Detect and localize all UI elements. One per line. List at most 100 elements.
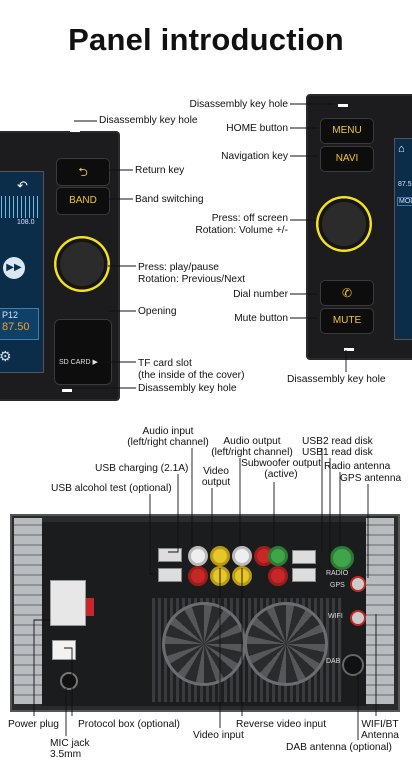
rca-subwoofer-green[interactable]	[268, 546, 288, 566]
label-protocol-box: Protocol box (optional)	[78, 719, 180, 730]
wifi-port-label: WIFI	[328, 613, 343, 620]
band-button-label: BAND	[69, 195, 97, 206]
rca-audio-out-white[interactable]	[232, 546, 252, 566]
label-usb-charging: USB charging (2.1A)	[95, 463, 189, 474]
label-navigation-key: Navigation key	[221, 151, 288, 162]
label-audio-input-note: (left/right channel)	[127, 437, 209, 448]
fan-right-icon	[244, 602, 328, 686]
phone-icon: ✆	[341, 286, 353, 300]
label-left-knob-press: Press: play/pause	[138, 262, 219, 273]
wifi-antenna-port[interactable]	[350, 610, 366, 626]
label-subwoofer: Subwoofer output	[241, 458, 321, 469]
label-band-switching: Band switching	[135, 194, 204, 205]
rca-video-out-yellow[interactable]	[210, 546, 230, 566]
label-mic-size: 3.5mm	[50, 749, 82, 760]
return-key[interactable]: ⮌	[56, 158, 110, 186]
radio-port-label: RADIO	[326, 570, 349, 577]
left-front-panel: ↶ 108.0 ▶▶ P12 87.50 ⚙ ⮌ BAND SD CARD ▶	[0, 129, 120, 401]
disassembly-hole-top-mark	[70, 129, 80, 132]
mute-button-label: MUTE	[332, 315, 362, 326]
preset-label: P12	[2, 310, 19, 320]
radio-dial-strip	[1, 196, 41, 218]
red-switch	[86, 598, 94, 616]
gps-antenna-port[interactable]	[350, 576, 366, 592]
sd-card-label: SD CARD ▶	[59, 358, 98, 366]
label-audio-output-note: (left/right channel)	[211, 447, 293, 458]
usb-charging-port[interactable]	[158, 548, 182, 562]
label-left-disassembly-bottom: Disassembly key hole	[138, 383, 237, 394]
label-wifi-antenna: Antenna	[361, 730, 399, 741]
display-mode: MOD	[397, 197, 412, 206]
left-display: ↶ 108.0 ▶▶ P12 87.50 ⚙	[0, 171, 44, 373]
label-return-key: Return key	[135, 165, 185, 176]
label-dial-number: Dial number	[233, 289, 288, 300]
gps-port-label: GPS	[330, 582, 345, 589]
back-arrow-icon: ↶	[17, 178, 28, 193]
triangle-right-icon: ▶	[92, 359, 98, 366]
usb-alcohol-port[interactable]	[158, 568, 182, 582]
mute-button[interactable]: MUTE	[320, 308, 374, 334]
fan-left-icon	[162, 602, 246, 686]
rear-unit: RADIO GPS WIFI DAB	[10, 514, 400, 712]
protocol-connector[interactable]	[52, 640, 76, 660]
power-plug-connector[interactable]	[50, 580, 86, 626]
page-title: Panel introduction	[68, 22, 344, 57]
label-right-knob-press: Press: off screen	[211, 213, 288, 224]
right-display: ⌂ 87.5 MOD	[394, 138, 412, 340]
label-home-button: HOME button	[226, 123, 288, 134]
label-audio-output: Audio output	[223, 436, 281, 447]
rca-subwoofer-red[interactable]	[268, 566, 288, 586]
dab-port-label: DAB	[326, 658, 341, 665]
preset-frequency: 87.50	[2, 321, 30, 333]
label-tf-card: TF card slot	[138, 358, 192, 369]
left-metal-frame	[14, 518, 42, 704]
label-opening: Opening	[138, 306, 177, 317]
preset-box: P12 87.50	[0, 308, 39, 340]
label-wifi-bt: WIFI/BT	[361, 719, 399, 730]
sd-card-text: SD CARD	[59, 359, 91, 366]
label-usb-alcohol: USB alcohol test (optional)	[51, 483, 172, 494]
label-audio-input: Audio input	[142, 426, 194, 437]
home-icon: ⌂	[398, 143, 405, 155]
label-right-disassembly-bottom: Disassembly key hole	[287, 374, 386, 385]
left-knob[interactable]	[54, 236, 110, 292]
label-video-output-2: output	[201, 477, 231, 488]
menu-button[interactable]: MENU	[320, 118, 374, 144]
label-radio-antenna: Radio antenna	[324, 461, 391, 472]
radio-antenna-port[interactable]	[330, 546, 354, 570]
rca-reverse-yellow[interactable]	[232, 566, 252, 586]
label-video-output: Video	[203, 466, 229, 477]
display-frequency: 108.0	[17, 219, 35, 226]
settings-gear-icon: ⚙	[0, 348, 12, 364]
rca-audio-in-red[interactable]	[188, 566, 208, 586]
right-knob[interactable]	[316, 196, 372, 252]
label-reverse-video: Reverse video input	[236, 719, 327, 730]
label-left-knob-rotate: Rotation: Previous/Next	[138, 274, 246, 285]
label-video-input: Video input	[193, 730, 244, 741]
label-right-disassembly-top: Disassembly key hole	[189, 99, 288, 110]
label-gps-antenna: GPS antenna	[340, 473, 402, 484]
dial-button[interactable]: ✆	[320, 280, 374, 306]
disassembly-hole-bottom-mark-right	[344, 348, 354, 351]
label-mute-button: Mute button	[234, 313, 288, 324]
label-left-disassembly-top: Disassembly key hole	[99, 115, 198, 126]
right-front-panel: ⌂ 87.5 MOD MENU NAVI ✆ MUTE	[306, 94, 412, 360]
label-dab-antenna: DAB antenna (optional)	[286, 742, 392, 753]
label-tf-card-note: (the inside of the cover)	[138, 370, 245, 381]
usb2-port[interactable]	[292, 550, 316, 564]
dab-antenna-port[interactable]	[342, 654, 364, 676]
opening-cover[interactable]: SD CARD ▶	[54, 319, 112, 385]
display-frequency-right: 87.5	[398, 181, 412, 188]
navi-button[interactable]: NAVI	[320, 146, 374, 172]
label-mic-jack: MIC jack	[50, 738, 90, 749]
label-usb2: USB2 read disk	[302, 436, 373, 447]
mic-jack[interactable]	[60, 672, 78, 690]
band-button[interactable]: BAND	[56, 187, 110, 215]
play-next-icon: ▶▶	[3, 257, 25, 279]
usb1-port[interactable]	[292, 568, 316, 582]
rca-video-in-yellow[interactable]	[210, 566, 230, 586]
label-power-plug: Power plug	[8, 719, 59, 730]
rca-audio-in-white[interactable]	[188, 546, 208, 566]
return-arrow-icon: ⮌	[78, 165, 88, 179]
disassembly-hole-top-mark-right	[338, 104, 348, 107]
